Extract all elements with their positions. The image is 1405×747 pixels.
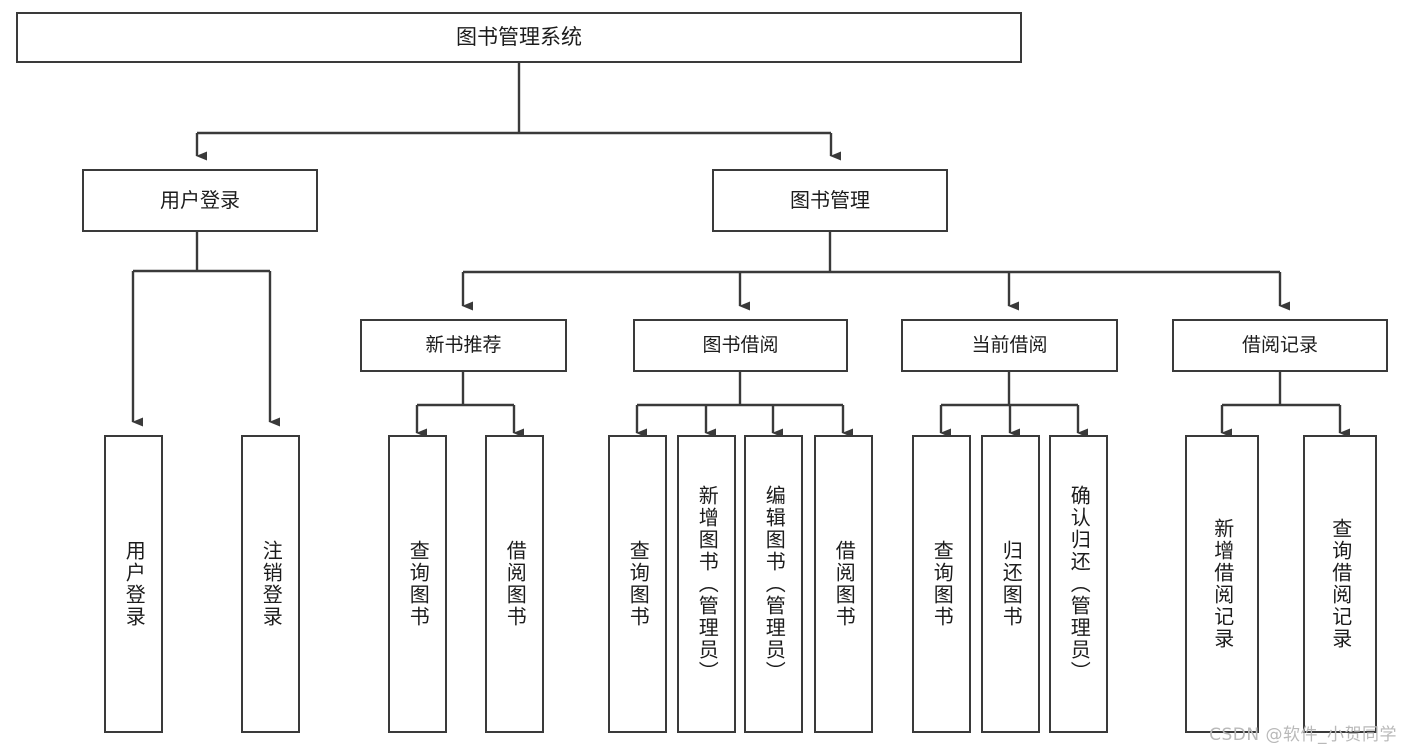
leaf-record-add-record[interactable]: 新增借阅记录 [1185,435,1259,733]
leaf-label: 查询图书 [930,540,955,628]
node-label: 当前借阅 [971,334,1048,357]
csdn-watermark: CSDN @软件_小贺同学 [1209,725,1397,745]
leaf-borrow-query-book[interactable]: 查询图书 [608,435,667,733]
node-root-library-system[interactable]: 图书管理系统 [16,12,1022,63]
leaf-label: 用户登录 [122,540,147,628]
leaf-user-login-logout[interactable]: 注销登录 [241,435,300,733]
node-borrow-record[interactable]: 借阅记录 [1172,319,1388,372]
leaf-record-query-record[interactable]: 查询借阅记录 [1303,435,1377,733]
leaf-new-book-borrow[interactable]: 借阅图书 [485,435,544,733]
leaf-label: 编辑图书（管理员） [762,485,787,683]
leaf-label: 归还图书 [999,540,1024,628]
leaf-current-return-book[interactable]: 归还图书 [981,435,1040,733]
node-label: 用户登录 [160,187,240,212]
leaf-label: 借阅图书 [503,540,528,628]
leaf-borrow-edit-book-admin[interactable]: 编辑图书（管理员） [744,435,803,733]
leaf-new-book-query[interactable]: 查询图书 [388,435,447,733]
leaf-borrow-add-book-admin[interactable]: 新增图书（管理员） [677,435,736,733]
leaf-label: 新增借阅记录 [1210,518,1235,650]
leaf-borrow-borrow-book[interactable]: 借阅图书 [814,435,873,733]
leaf-current-query-book[interactable]: 查询图书 [912,435,971,733]
node-user-login[interactable]: 用户登录 [82,169,318,232]
leaf-user-login-login[interactable]: 用户登录 [104,435,163,733]
leaf-label: 借阅图书 [832,540,857,628]
leaf-label: 新增图书（管理员） [695,485,720,683]
node-label: 图书管理 [790,187,870,212]
node-book-management[interactable]: 图书管理 [712,169,948,232]
node-label: 借阅记录 [1241,334,1318,357]
leaf-label: 确认归还（管理员） [1067,485,1092,683]
node-current-borrow[interactable]: 当前借阅 [901,319,1118,372]
leaf-label: 查询借阅记录 [1328,518,1353,650]
node-label: 图书管理系统 [456,25,582,50]
leaf-label: 查询图书 [626,540,651,628]
leaf-current-confirm-return-admin[interactable]: 确认归还（管理员） [1049,435,1108,733]
node-new-book-recommend[interactable]: 新书推荐 [360,319,567,372]
node-label: 图书借阅 [702,334,779,357]
node-label: 新书推荐 [425,334,502,357]
node-book-borrow[interactable]: 图书借阅 [633,319,848,372]
leaf-label: 查询图书 [406,540,431,628]
leaf-label: 注销登录 [259,540,284,628]
